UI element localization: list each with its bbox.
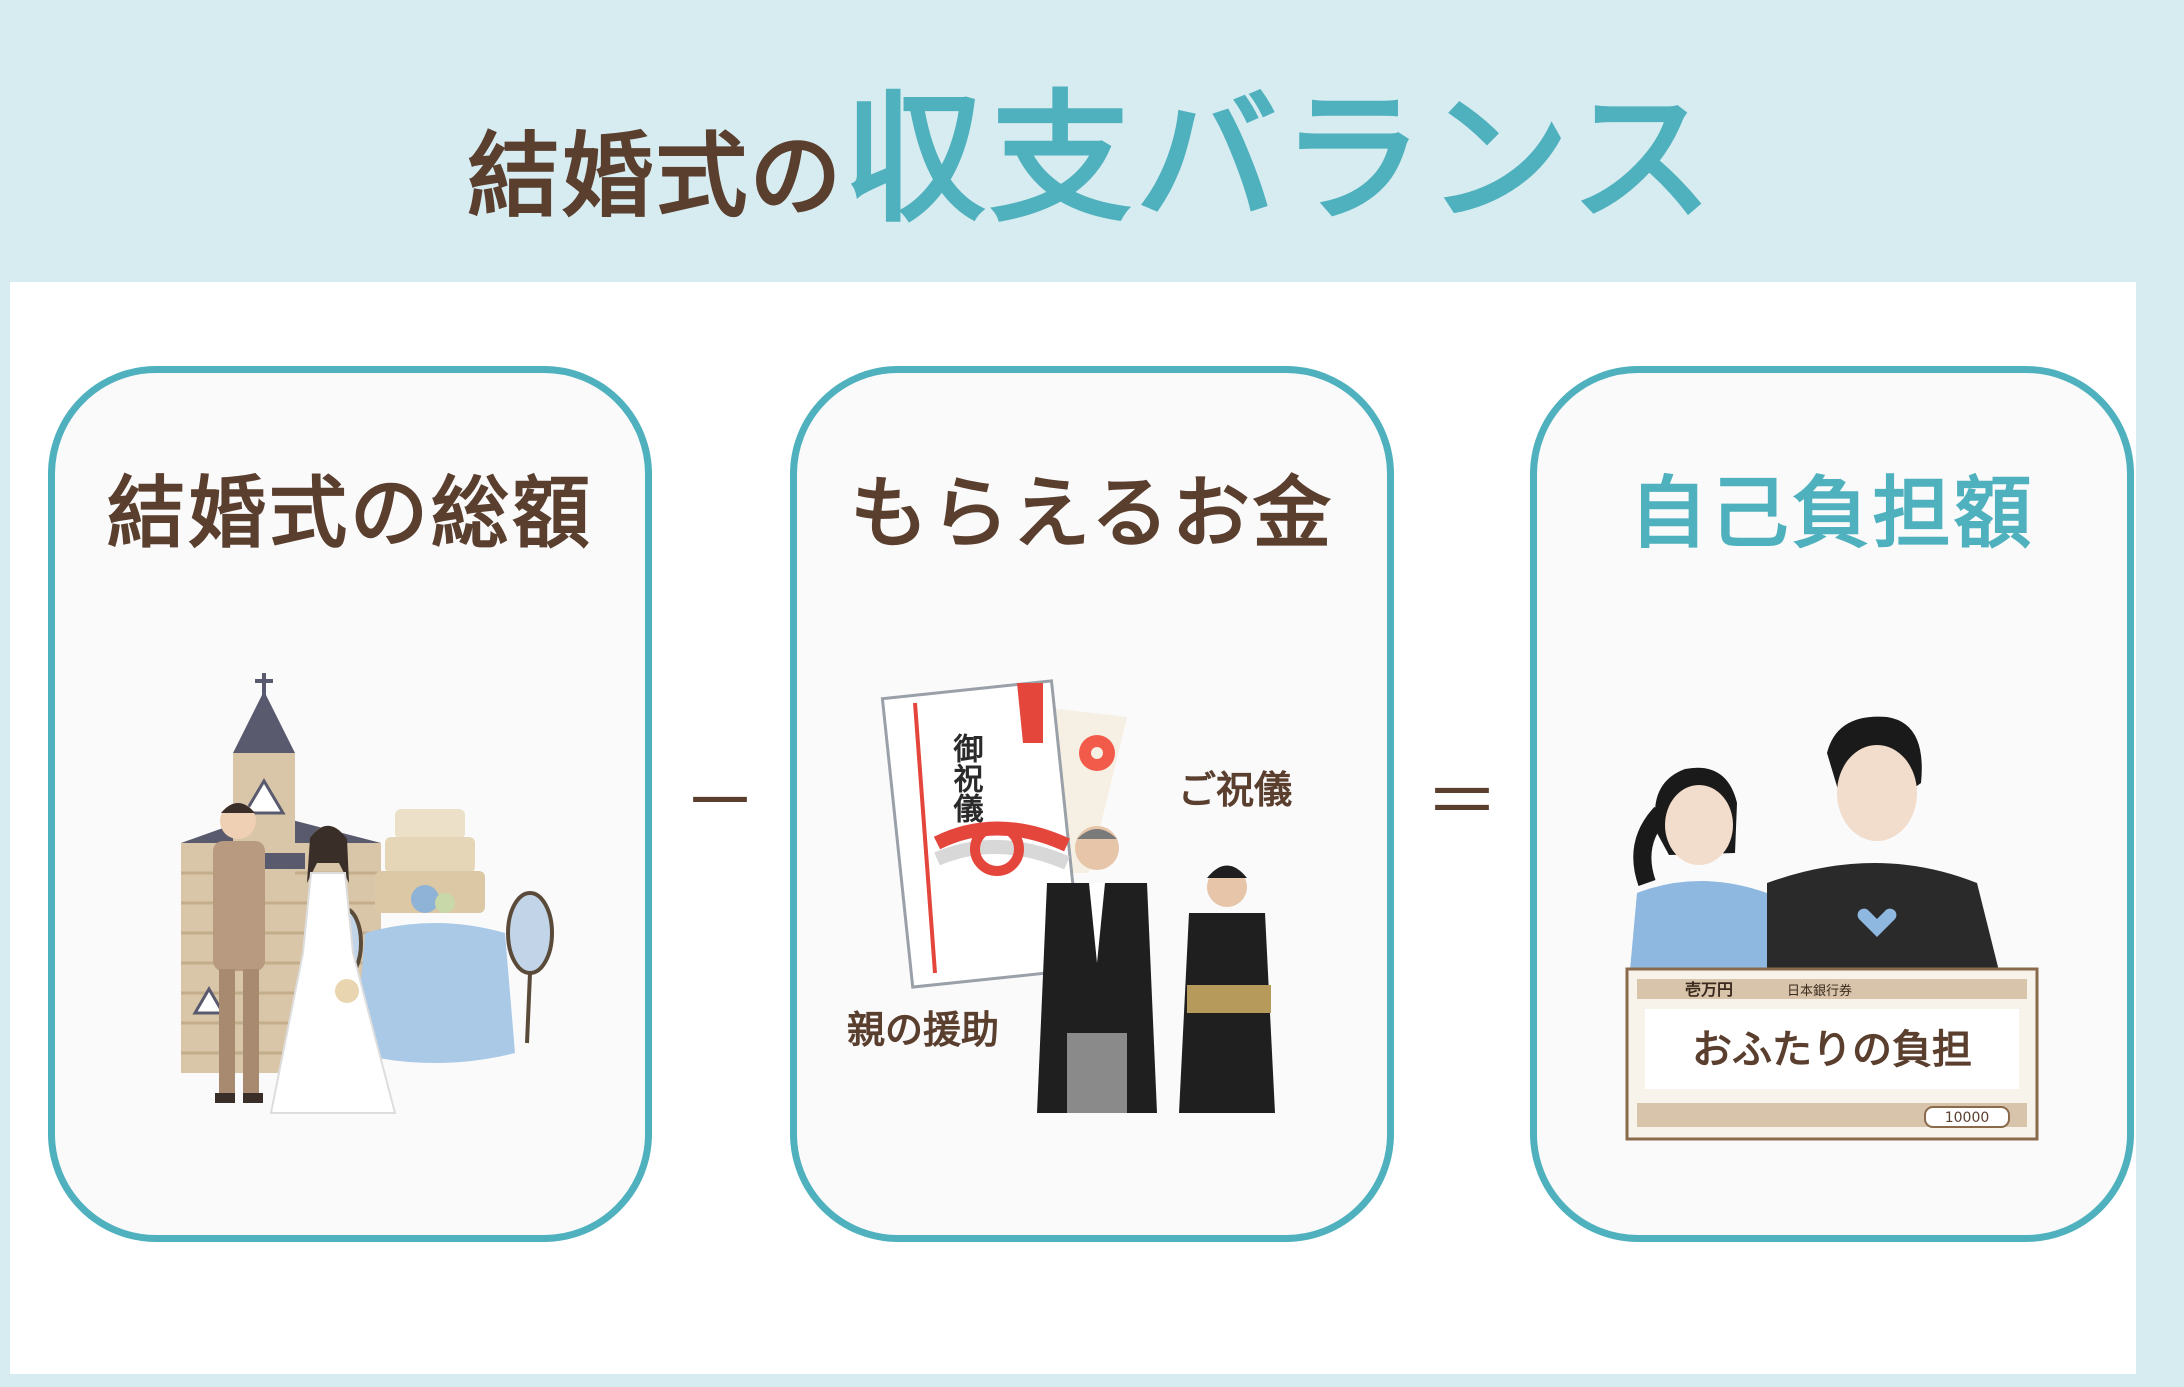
content-panel: 結婚式の総額	[10, 282, 2136, 1374]
banknote-issuer-text: 日本銀行券	[1787, 983, 1852, 999]
parents-icon	[1037, 826, 1275, 1113]
page-title: 結婚式の 収支バランス	[467, 43, 1716, 249]
minus-operator: －	[683, 759, 757, 845]
banknote-label: おふたりの負担	[1692, 1026, 1972, 1073]
label-parents-support: 親の援助	[847, 1007, 999, 1052]
header: 結婚式の 収支バランス	[0, 0, 2184, 282]
church-wedding-illustration	[181, 673, 554, 1114]
couple-icon	[1627, 716, 2007, 1003]
wedding-couple-icon	[213, 803, 397, 1114]
card-title-received: もらえるお金	[850, 468, 1334, 559]
card-received-money: もらえるお金 御祝儀	[790, 366, 1394, 1242]
couple-banknote-illustration: おふたりの負担 壱万円 日本銀行券 10000	[1625, 716, 2039, 1141]
cake-icon	[375, 809, 485, 913]
card-total-cost: 結婚式の総額	[48, 366, 652, 1242]
title-prefix: 結婚式の	[467, 122, 844, 230]
card-title-self-burden: 自己負担額	[1629, 468, 2035, 559]
banknote-corner-text: 壱万円	[1685, 980, 1733, 999]
equals-operator: ＝	[1425, 759, 1499, 845]
received-money-illustration: 御祝儀	[847, 679, 1292, 1113]
card-title-total: 結婚式の総額	[106, 468, 593, 559]
card-self-burden: 自己負担額 おふたりの負担	[1530, 366, 2134, 1242]
banknote-icon: おふたりの負担 壱万円 日本銀行券 10000	[1625, 967, 2039, 1141]
shugi-envelope-icon: 御祝儀	[880, 679, 1127, 989]
title-highlight: 収支バランス	[843, 76, 1717, 242]
label-gift: ご祝儀	[1178, 767, 1292, 812]
banknote-number: 10000	[1945, 1110, 1990, 1126]
envelope-label: 御祝儀	[948, 733, 985, 823]
